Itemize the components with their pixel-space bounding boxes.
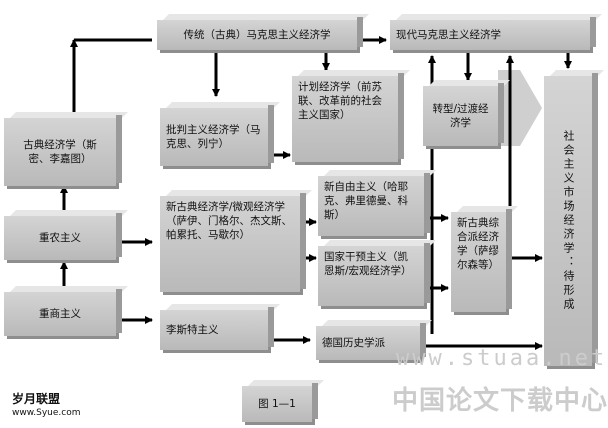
neoclassical-synthesis-box: 新古典综合派经济学（萨缪尔森等） (451, 209, 512, 312)
critical-economics-label: 批判主义经济学（马克思、列宁） (166, 124, 261, 150)
logo-title: 岁月联盟 (12, 392, 61, 406)
traditional-marxist-box: 传统（古典）马克思主义经济学 (157, 17, 363, 50)
mercantilism-label: 重商主义 (39, 308, 81, 320)
neoclassical-box: 新古典经济学/微观经济学（萨伊、门格尔、杰文斯、帕累托、马歇尔） (160, 193, 306, 292)
modern-marxist-box: 现代马克思主义经济学 (390, 17, 596, 50)
planned-economics-box: 计划经济学（前苏联、改革前的社会主义国家） (292, 73, 404, 162)
state-intervention-box: 国家干预主义（凯恩斯/宏观经济学） (318, 243, 430, 306)
transition-economics-label: 转型/过渡经济学 (432, 103, 489, 129)
classical-economics-box: 古典经济学（斯密、李嘉图） (4, 115, 122, 186)
figure-caption: 图 1—1 (258, 398, 296, 410)
neoclassical-synthesis-label: 新古典综合派经济学（萨缪尔森等） (457, 217, 499, 271)
neoliberal-label: 新自由主义（哈耶克、弗里德曼、科斯） (324, 181, 408, 221)
modern-marxist-label: 现代马克思主义经济学 (396, 29, 501, 41)
logo-url: www.Syue.com (12, 408, 81, 418)
transition-economics-box: 转型/过渡经济学 (423, 83, 504, 146)
physiocracy-label: 重农主义 (39, 232, 81, 244)
neoclassical-label: 新古典经济学/微观经济学（萨伊、门格尔、杰文斯、帕累托、马歇尔） (166, 201, 292, 241)
german-historical-box: 德国历史学派 (316, 323, 426, 360)
list-school-box: 李斯特主义 (160, 307, 274, 350)
german-historical-label: 德国历史学派 (322, 337, 385, 349)
watermark-url: www.stuaa.net (396, 346, 608, 371)
critical-economics-box: 批判主义经济学（马克思、列宁） (160, 105, 274, 166)
site-logo: 岁月联盟 www.Syue.com (12, 392, 80, 420)
socialist-market-label: 社会主义市场经济学：待形成 (562, 130, 575, 312)
physiocracy-box: 重农主义 (4, 213, 122, 260)
state-intervention-label: 国家干预主义（凯恩斯/宏观经济学） (324, 251, 412, 277)
list-school-label: 李斯特主义 (166, 324, 219, 336)
mercantilism-box: 重商主义 (4, 289, 122, 336)
watermark-text: 中国论文下载中心 (392, 386, 608, 416)
figure-caption-box: 图 1—1 (242, 383, 318, 422)
neoliberal-box: 新自由主义（哈耶克、弗里德曼、科斯） (318, 173, 430, 236)
socialist-market-box: 社会主义市场经济学：待形成 (544, 73, 598, 366)
traditional-marxist-label: 传统（古典）马克思主义经济学 (183, 29, 331, 41)
classical-economics-label: 古典经济学（斯密、李嘉图） (23, 139, 97, 165)
planned-economics-label: 计划经济学（前苏联、改革前的社会主义国家） (298, 81, 382, 121)
